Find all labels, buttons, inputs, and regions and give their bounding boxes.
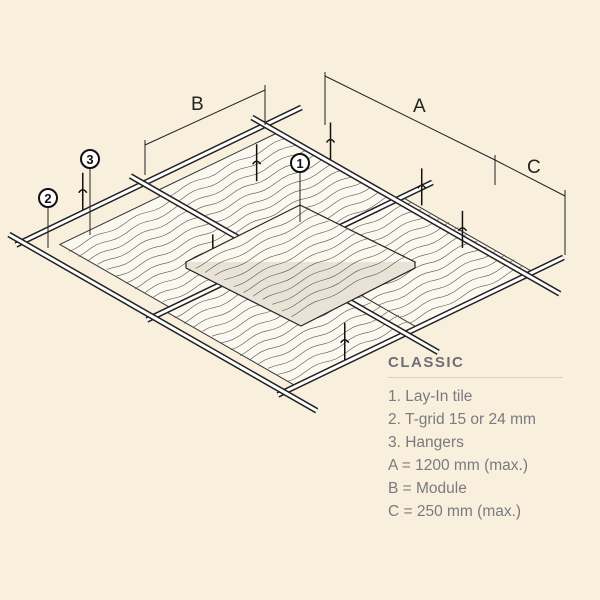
tile-texture [291,256,406,317]
tile-texture [267,310,390,369]
dimension-lines [144,72,566,255]
dimension-label-b: B [191,94,204,115]
tile-texture [281,252,396,312]
tile-texture [373,250,496,309]
tile-texture [364,246,487,305]
callout-3: 3 [80,149,100,235]
legend-item: 2. T-grid 15 or 24 mm [388,411,536,428]
hanger [252,144,262,182]
svg-text:1: 1 [296,156,303,171]
tile-texture [252,238,368,297]
tile-texture [205,214,320,273]
tile-texture [115,216,238,277]
tile-texture [272,249,387,305]
tile-texture [224,225,339,281]
hanger [78,172,88,210]
tile-texture [286,321,409,382]
legend-item: 3. Hangers [388,434,464,451]
tile-texture [184,149,307,208]
legend-item: A = 1200 mm (max.) [388,457,528,474]
tile-texture [392,259,515,320]
t-grid-rail-face [251,116,561,296]
t-grid-rail-face [15,106,303,247]
legend: CLASSIC 1. Lay-In tile 2. T-grid 15 or 2… [388,354,563,523]
tile-texture [106,210,229,270]
legend-item: C = 250 mm (max.) [388,503,522,520]
tile-texture [195,207,310,269]
tile-texture [243,232,358,293]
tile-texture [277,314,400,375]
tile-texture [262,244,377,300]
legend-item: B = Module [388,480,467,497]
tile-texture [165,137,288,199]
t-grid-rail-face [277,256,565,397]
hanger [340,322,350,360]
tile-texture [212,162,335,223]
raised-tile [184,204,417,327]
legend-item: 1. Lay-In tile [388,388,473,405]
tile-texture [258,306,381,364]
callout-1: 1 [290,153,310,222]
hanger [457,210,468,248]
dimension-label-a: A [413,96,426,117]
hanger [325,122,336,160]
callout-2: 2 [38,188,58,248]
tile-texture [221,169,344,230]
tile-texture [175,144,297,204]
tile-texture [231,176,354,236]
t-grid-rail-face [8,233,318,413]
hanger [417,168,427,206]
legend-title: CLASSIC [388,354,563,378]
t-grid-rails [7,104,565,414]
dimension-label-c: C [527,157,541,178]
hangers [78,122,468,360]
tile-texture [402,265,524,327]
tile-texture [233,228,349,287]
svg-text:2: 2 [44,191,51,206]
lay-in-tile-edge [185,262,416,327]
svg-text:3: 3 [86,152,93,167]
tile-texture [383,254,506,313]
tile-texture [214,220,329,276]
tile-texture [249,302,372,361]
